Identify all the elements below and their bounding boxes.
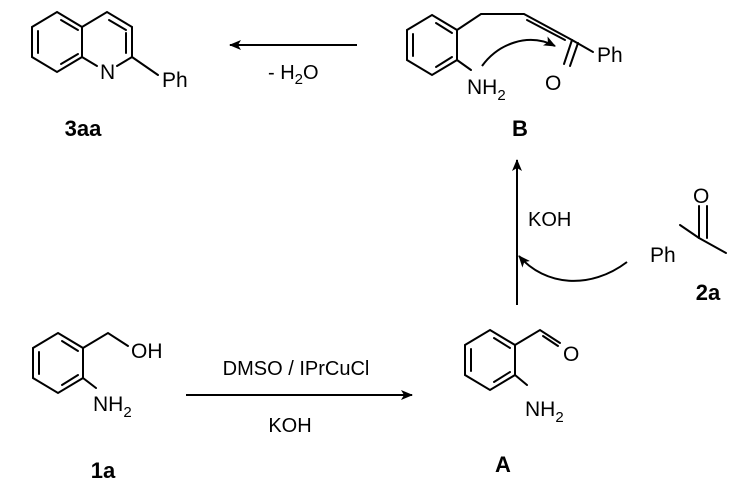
compound-label-1a: 1a	[91, 458, 116, 483]
compound-label-2a: 2a	[696, 280, 721, 305]
ketone-addition-arrow	[518, 255, 628, 282]
aminobenzaldehyde-A-structure: O NH2	[464, 328, 579, 426]
nucleophilic-attack-arrow	[481, 36, 556, 67]
quinoline-3aa-structure: N Ph	[31, 10, 188, 92]
compound-label-A: A	[495, 452, 511, 477]
compound-label-B: B	[512, 116, 528, 141]
acetophenone-phenyl-label: Ph	[650, 244, 676, 267]
acetophenone-2a-structure: O Ph	[650, 185, 727, 267]
alcohol-hydroxyl-label: OH	[131, 340, 163, 363]
intermediate-B-carbonyl-oxygen: O	[545, 72, 561, 95]
intermediate-B-phenyl-label: Ph	[597, 44, 623, 67]
aldehyde-oxygen-label: O	[563, 343, 579, 366]
alcohol-amine-label: NH2	[93, 393, 132, 421]
condensation-reagent-label: KOH	[528, 209, 571, 231]
quinoline-phenyl-label: Ph	[162, 69, 188, 92]
compound-label-3aa: 3aa	[65, 116, 102, 141]
oxidation-conditions-top: DMSO / IPrCuCl	[223, 358, 370, 380]
intermediate-B-amine-label: NH2	[467, 76, 506, 104]
aldehyde-amine-label: NH2	[525, 398, 564, 426]
acetophenone-carbonyl-oxygen: O	[693, 185, 709, 208]
oxidation-conditions-bottom: KOH	[268, 415, 311, 437]
quinoline-nitrogen-label: N	[100, 61, 115, 84]
aminobenzyl-alcohol-1a-structure: OH NH2	[32, 331, 163, 421]
dehydration-label: - H2O	[268, 62, 319, 88]
intermediate-B-structure: NH2 O Ph	[406, 13, 623, 104]
